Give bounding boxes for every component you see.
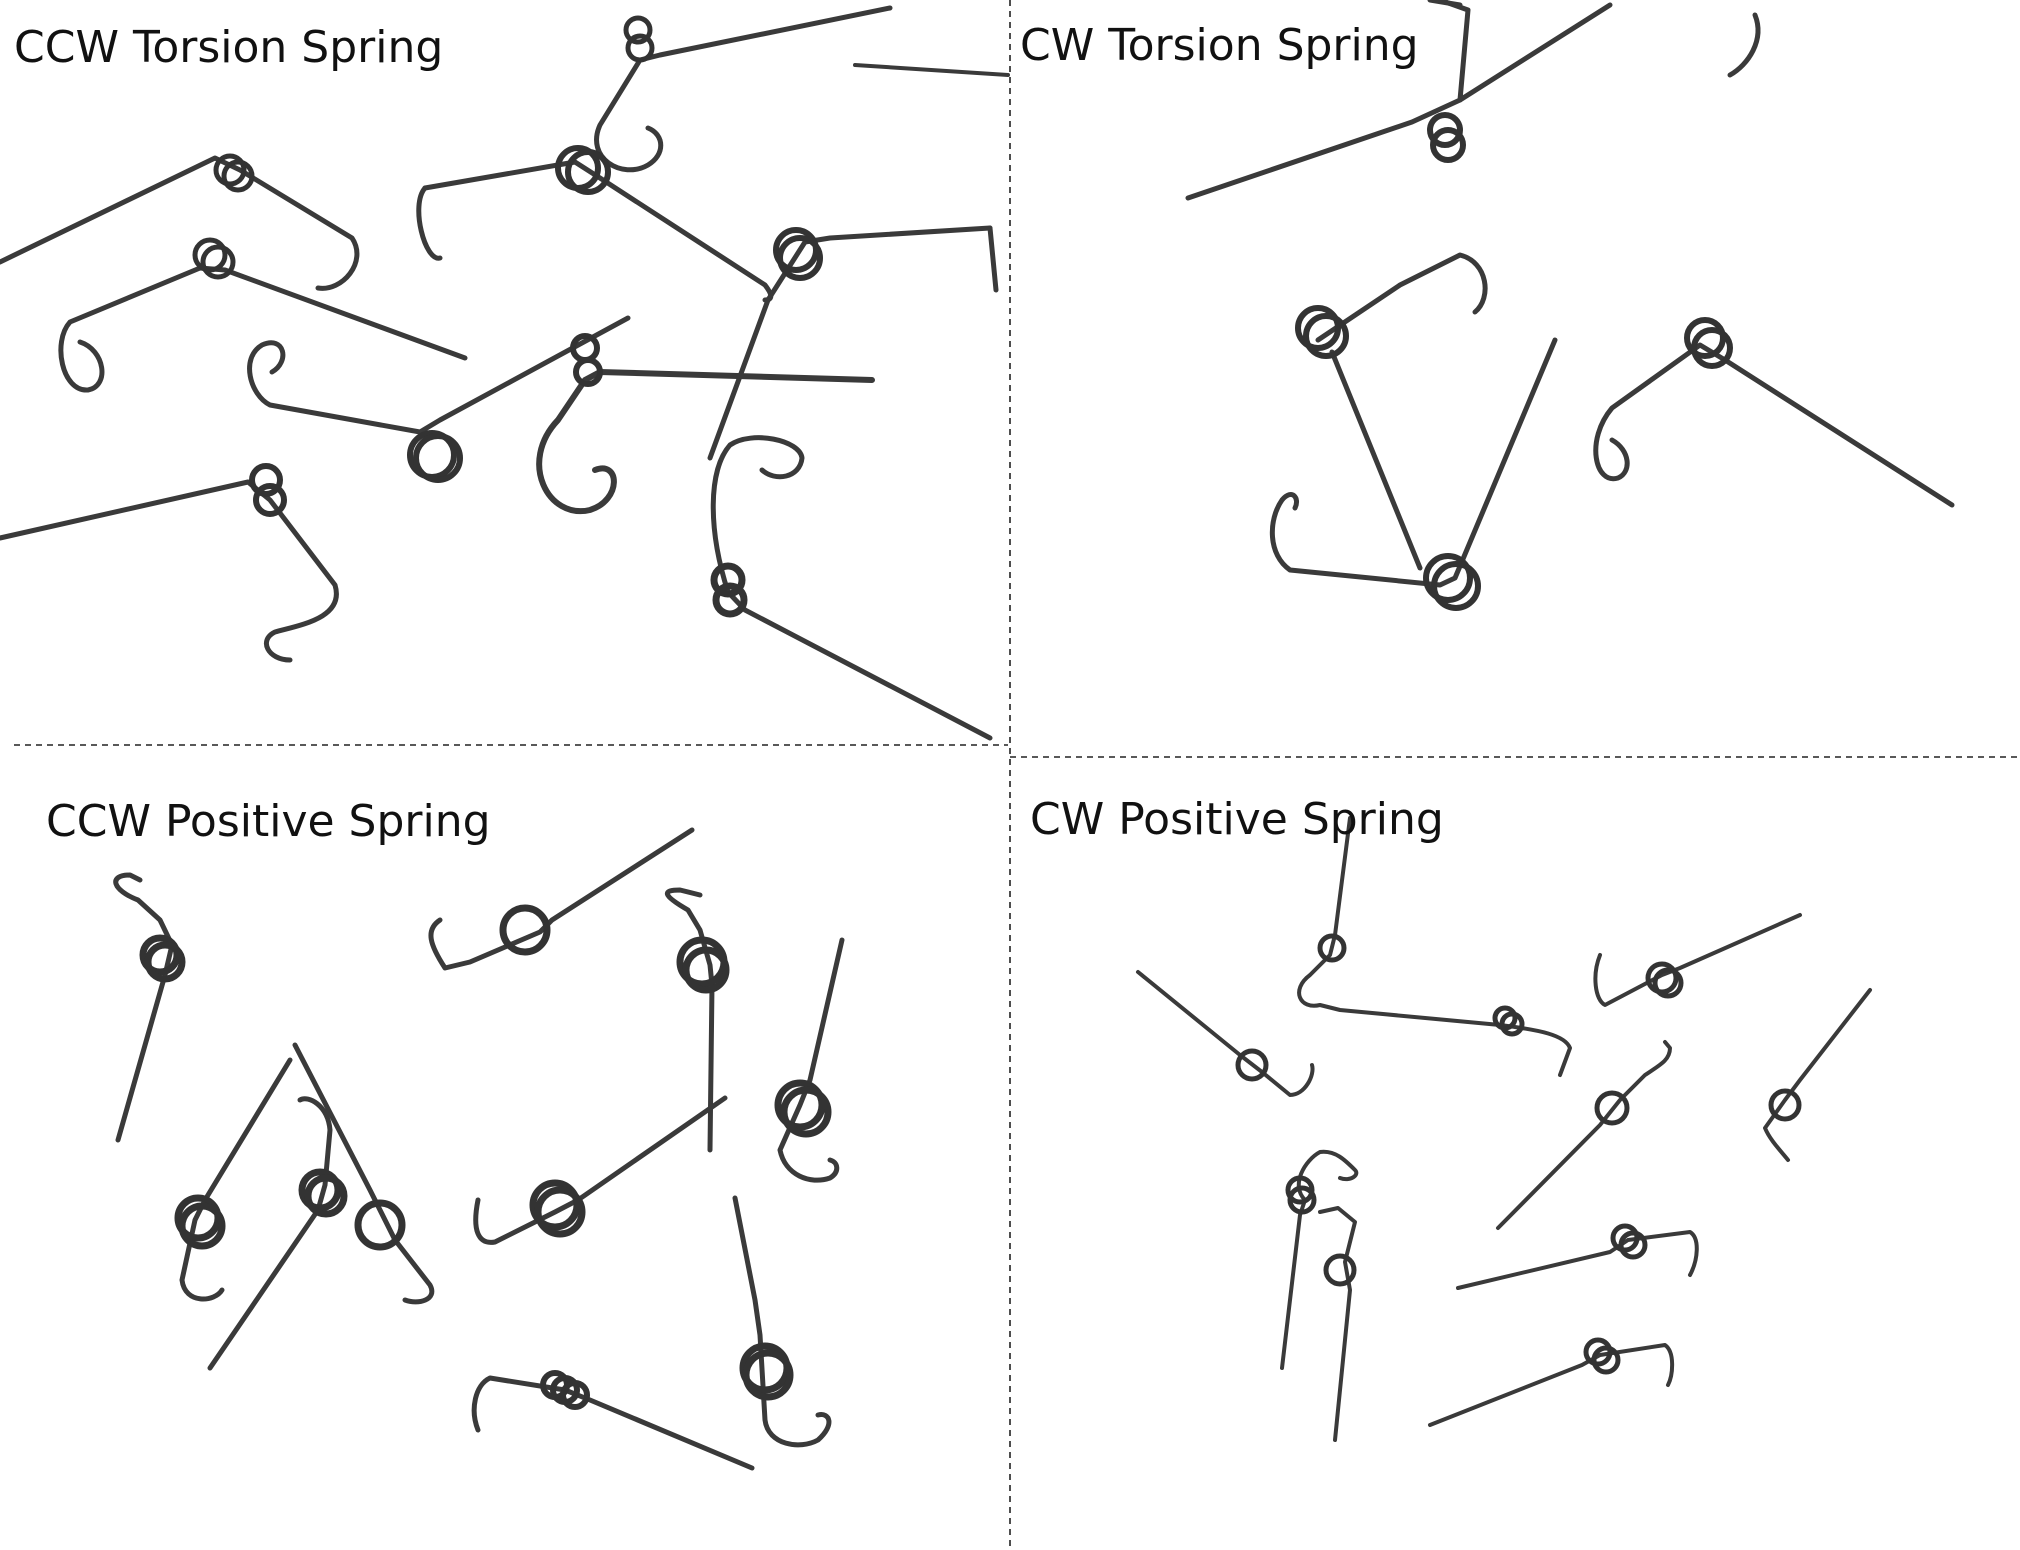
panel-title-ccw-positive: CCW Positive Spring [46,796,491,847]
spring [594,5,893,173]
spring [853,63,1010,77]
spring [732,1195,832,1448]
spring [174,1057,293,1302]
spring [1318,1206,1357,1442]
spring [247,315,631,483]
spring [1593,913,1802,1007]
panel-title-cw-positive: CW Positive Spring [1030,794,1444,845]
panel-title-cw-torsion: CW Torsion Spring [1020,20,1419,71]
spring [1295,252,1488,571]
spring [1593,317,1955,508]
spring [1428,1337,1675,1427]
springs-ccw-positive [113,827,845,1471]
spring [113,872,186,1143]
spring [707,225,999,461]
spring [471,1370,755,1471]
spring [1269,337,1558,611]
spring [0,153,360,291]
spring [1280,1149,1359,1370]
spring [1456,1223,1699,1290]
spring [58,237,468,393]
spring [1496,1040,1672,1230]
spring [0,463,339,663]
panel-ccw-positive [0,747,1008,1550]
spring [292,1042,435,1305]
spring [207,1096,348,1371]
spring [665,887,730,1153]
spring [428,827,695,971]
springs-cw-torsion [1185,0,1955,611]
spring [1185,0,1761,201]
spring [473,1095,728,1245]
spring [1297,816,1572,1077]
panel-ccw-torsion [0,0,1008,745]
springs-cw-positive [1136,816,1872,1442]
panel-title-ccw-torsion: CCW Torsion Spring [14,22,444,73]
spring [710,435,993,741]
panel-cw-positive [1010,757,2020,1550]
spring [536,333,875,515]
panel-cw-torsion [1010,0,2020,755]
springs-ccw-torsion [0,5,1010,741]
spring [1763,988,1872,1162]
spring [774,937,845,1183]
spring [1136,970,1315,1097]
